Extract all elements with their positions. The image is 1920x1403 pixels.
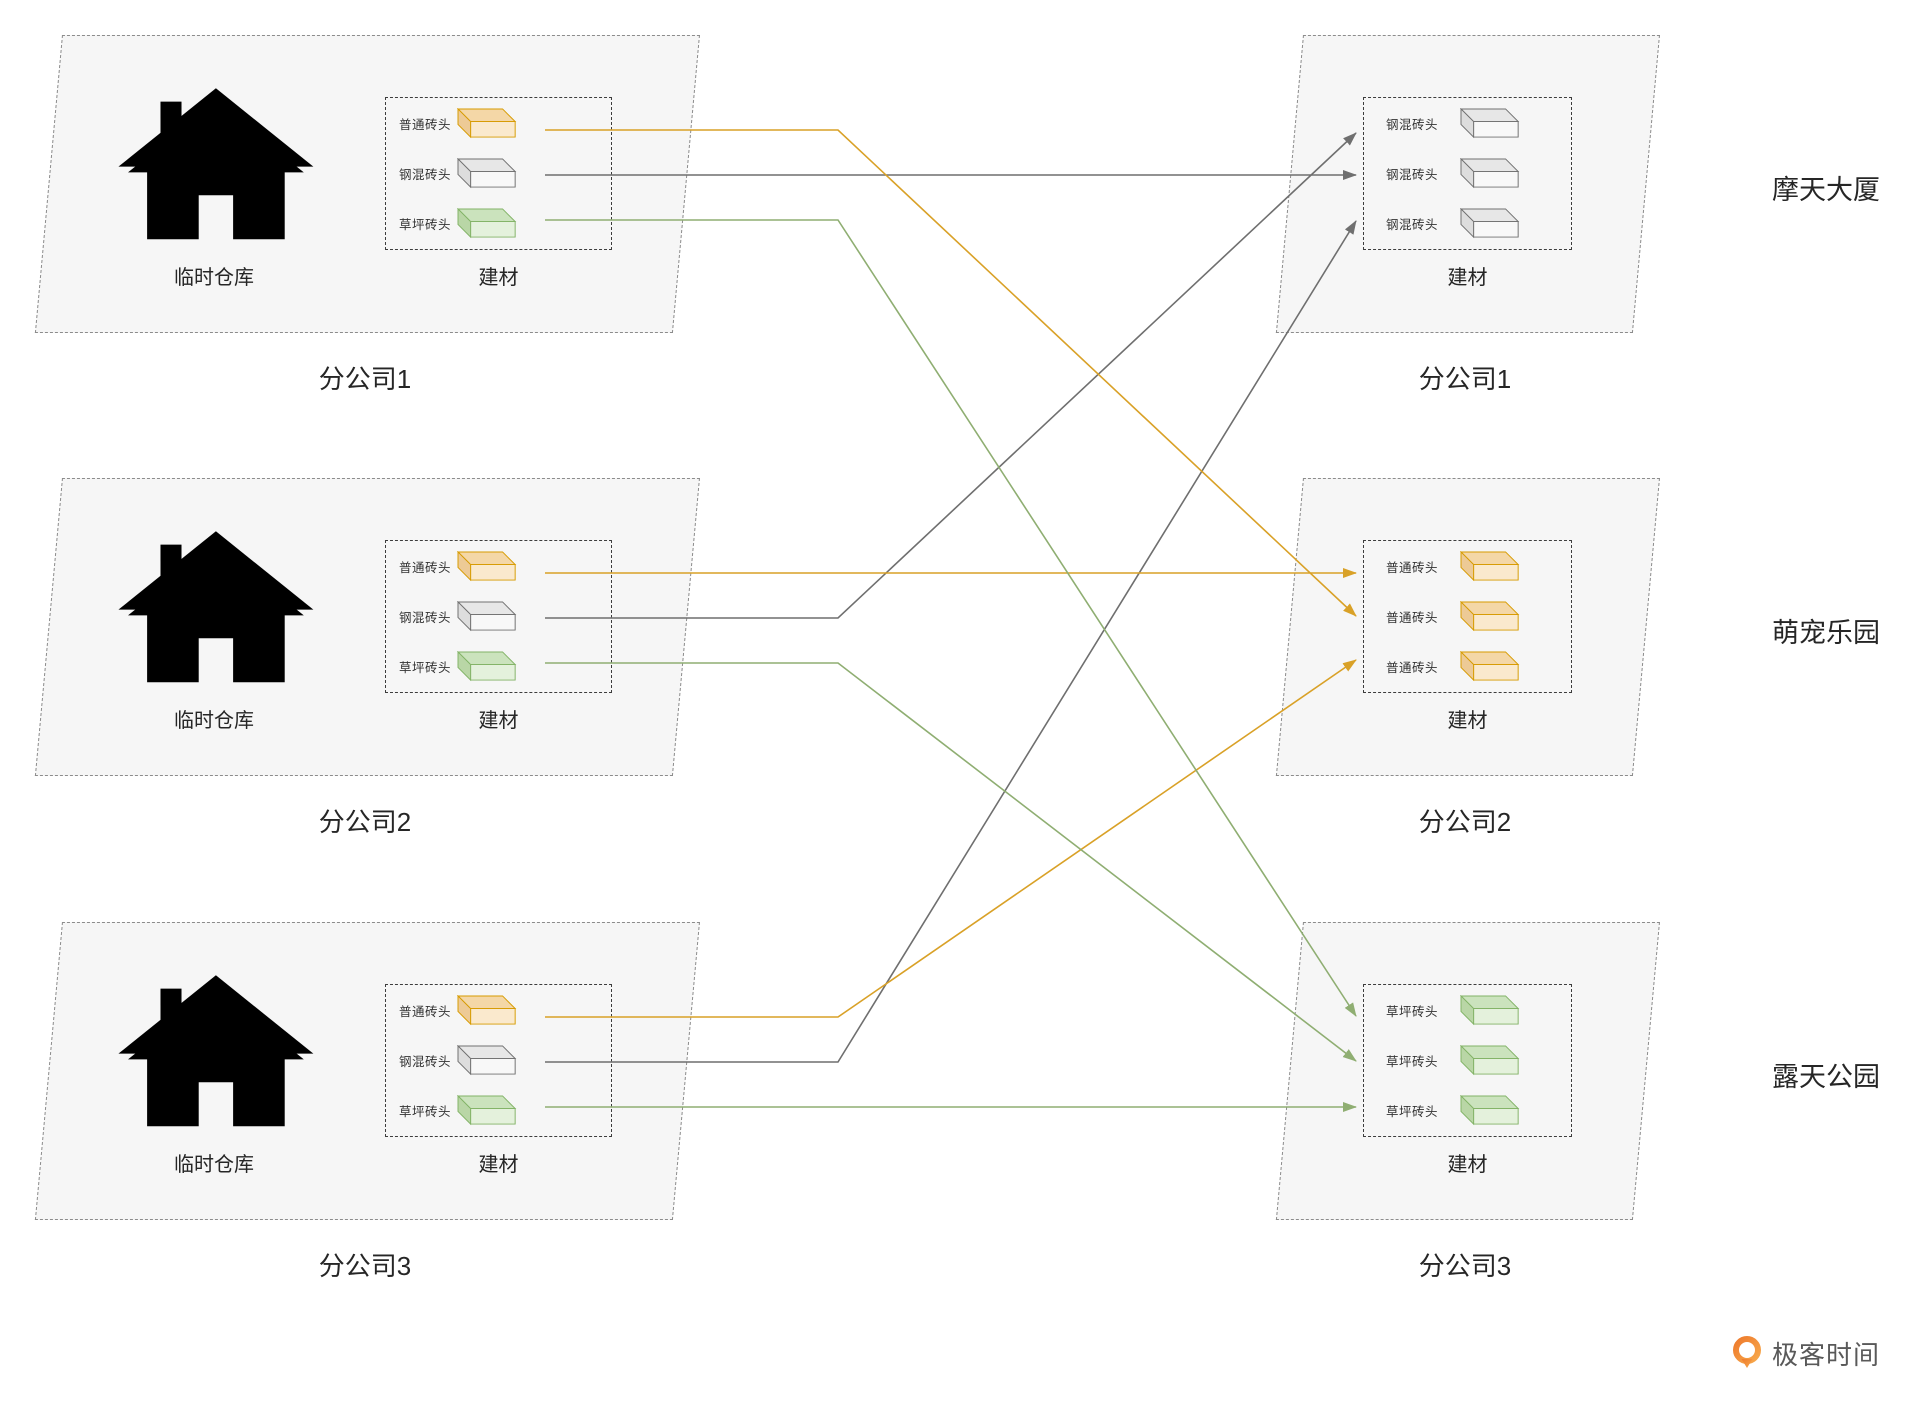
- warehouse-label: 临时仓库: [174, 1154, 254, 1176]
- orange-brick-icon: [1460, 601, 1524, 632]
- gray-brick-icon: [1460, 108, 1524, 139]
- brick-label: 普通砖头: [399, 1004, 452, 1019]
- brick-label: 钢混砖头: [1386, 117, 1439, 132]
- logo-text: 极客时间: [1772, 1339, 1881, 1370]
- brick-label: 草坪砖头: [399, 218, 452, 233]
- materials-box-right3: 草坪砖头 草坪砖头 草坪砖头: [1363, 984, 1572, 1137]
- brick-label: 草坪砖头: [1386, 1004, 1439, 1019]
- brick-label: 草坪砖头: [1386, 1105, 1439, 1120]
- material-row: 草坪砖头: [386, 642, 611, 692]
- green-brick-icon: [457, 651, 521, 682]
- materials-box-left3: 普通砖头 钢混砖头 草坪砖头: [385, 984, 612, 1137]
- green-brick-icon: [1460, 1095, 1524, 1126]
- materials-box-right1: 钢混砖头 钢混砖头 钢混砖头: [1363, 97, 1572, 250]
- orange-brick-icon: [457, 551, 521, 582]
- material-row: 钢混砖头: [386, 148, 611, 198]
- materials-box-left2: 普通砖头 钢混砖头 草坪砖头: [385, 540, 612, 693]
- material-row: 普通砖头: [386, 541, 611, 591]
- orange-brick-icon: [1460, 651, 1524, 682]
- brick-label: 普通砖头: [1386, 610, 1439, 625]
- materials-box-right2: 普通砖头 普通砖头 普通砖头: [1363, 540, 1572, 693]
- brick-label: 钢混砖头: [399, 610, 452, 625]
- material-row: 钢混砖头: [1364, 148, 1571, 198]
- green-brick-icon: [457, 208, 521, 239]
- brick-label: 普通砖头: [399, 560, 452, 575]
- brick-label: 草坪砖头: [1386, 1054, 1439, 1069]
- materials-label: 建材: [1447, 267, 1488, 289]
- material-row: 普通砖头: [1364, 591, 1571, 641]
- material-row: 草坪砖头: [386, 199, 611, 249]
- warehouse-label: 临时仓库: [174, 267, 254, 289]
- materials-label: 建材: [478, 1154, 519, 1176]
- materials-label: 建材: [1447, 1154, 1488, 1176]
- building-label-open-park: 露天公园: [1772, 1062, 1880, 1092]
- brick-label: 普通砖头: [1386, 661, 1439, 676]
- brick-label: 草坪砖头: [399, 661, 452, 676]
- material-row: 普通砖头: [386, 985, 611, 1035]
- gray-brick-icon: [457, 1045, 521, 1076]
- material-row: 草坪砖头: [1364, 1035, 1571, 1085]
- orange-brick-icon: [457, 995, 521, 1026]
- brick-label: 草坪砖头: [399, 1105, 452, 1120]
- materials-label: 建材: [478, 710, 519, 732]
- green-brick-icon: [1460, 995, 1524, 1026]
- branch-label-left3: 分公司3: [318, 1251, 412, 1281]
- brick-label: 钢混砖头: [1386, 167, 1439, 182]
- building-label-pet-park: 萌宠乐园: [1772, 618, 1880, 648]
- brick-label: 钢混砖头: [399, 167, 452, 182]
- warehouse-house-icon: [108, 73, 320, 245]
- materials-label: 建材: [478, 267, 519, 289]
- material-row: 钢混砖头: [386, 1035, 611, 1085]
- branch-label-left2: 分公司2: [318, 807, 412, 837]
- material-row: 草坪砖头: [1364, 985, 1571, 1035]
- green-brick-icon: [1460, 1045, 1524, 1076]
- logo-geektime: 极客时间: [1730, 1334, 1880, 1372]
- material-row: 钢混砖头: [1364, 98, 1571, 148]
- orange-brick-icon: [1460, 551, 1524, 582]
- green-brick-icon: [457, 1095, 521, 1126]
- geektime-logo-icon: [1733, 1336, 1761, 1368]
- gray-brick-icon: [457, 158, 521, 189]
- warehouse-house-icon: [108, 516, 320, 688]
- building-label-skyscraper: 摩天大厦: [1772, 175, 1880, 205]
- branch-label-right2: 分公司2: [1418, 807, 1512, 837]
- material-row: 草坪砖头: [386, 1086, 611, 1136]
- brick-label: 普通砖头: [1386, 560, 1439, 575]
- material-row: 草坪砖头: [1364, 1086, 1571, 1136]
- material-row: 钢混砖头: [386, 591, 611, 641]
- brick-label: 钢混砖头: [1386, 218, 1439, 233]
- gray-brick-icon: [1460, 158, 1524, 189]
- orange-brick-icon: [457, 108, 521, 139]
- branch-label-left1: 分公司1: [318, 364, 412, 394]
- warehouse-label: 临时仓库: [174, 710, 254, 732]
- brick-label: 普通砖头: [399, 117, 452, 132]
- material-row: 普通砖头: [1364, 541, 1571, 591]
- material-row: 普通砖头: [386, 98, 611, 148]
- materials-box-left1: 普通砖头 钢混砖头 草坪砖头: [385, 97, 612, 250]
- branch-label-right1: 分公司1: [1418, 364, 1512, 394]
- material-row: 钢混砖头: [1364, 199, 1571, 249]
- materials-label: 建材: [1447, 710, 1488, 732]
- warehouse-house-icon: [108, 960, 320, 1132]
- brick-label: 钢混砖头: [399, 1054, 452, 1069]
- gray-brick-icon: [457, 601, 521, 632]
- branch-label-right3: 分公司3: [1418, 1251, 1512, 1281]
- gray-brick-icon: [1460, 208, 1524, 239]
- material-row: 普通砖头: [1364, 642, 1571, 692]
